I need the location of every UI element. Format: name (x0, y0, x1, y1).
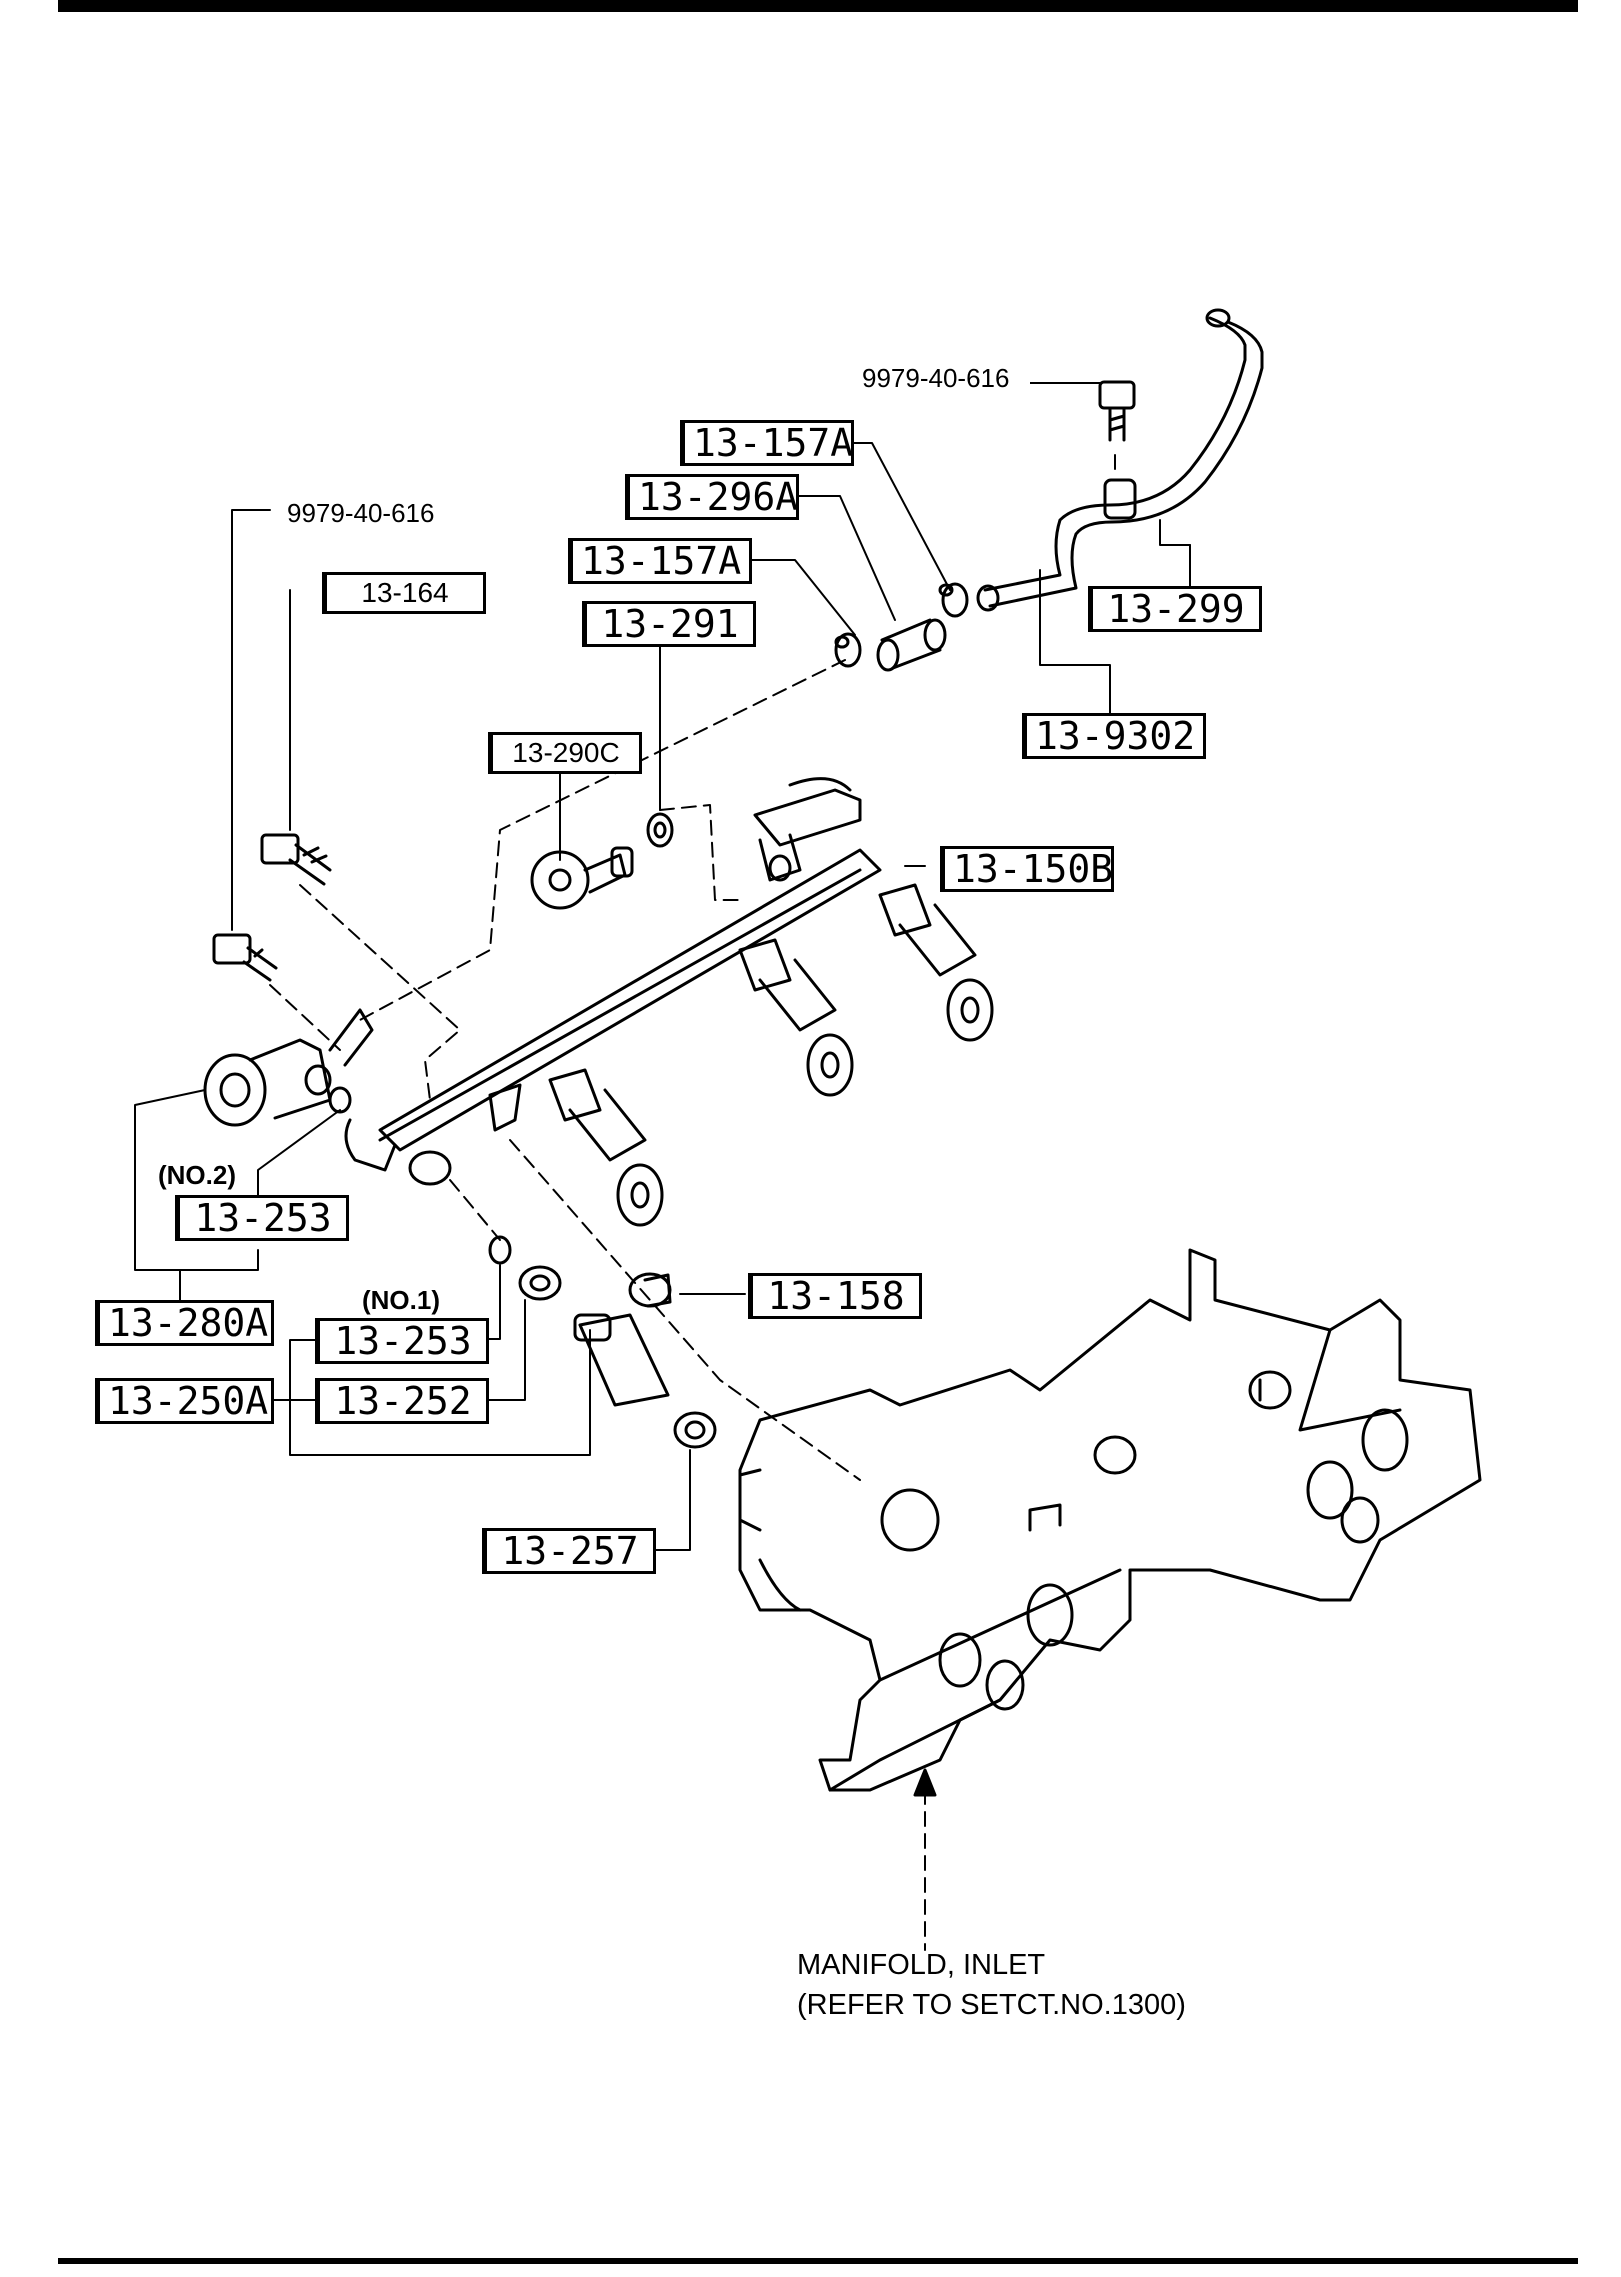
callout-13-253-no1: 13-253 (315, 1318, 489, 1364)
manifold-note-line2: (REFER TO SETCT.NO.1300) (797, 1989, 1186, 2021)
manifold-arrow (913, 1768, 937, 1797)
part-number-bolt-top: 9979-40-616 (862, 363, 1010, 393)
manifold-note-line1: MANIFOLD, INLET (797, 1949, 1046, 1981)
callout-13-9302: 13-9302 (1022, 713, 1206, 759)
callout-13-158: 13-158 (748, 1273, 922, 1319)
fuel-return-pipe (976, 308, 1264, 612)
loose-injector-parts (488, 1235, 717, 1449)
intake-manifold (738, 1248, 1482, 1792)
qualifier-no2: (NO.2) (158, 1160, 236, 1190)
pressure-regulator (203, 1008, 374, 1127)
callout-13-291: 13-291 (582, 601, 756, 647)
callout-13-252: 13-252 (315, 1378, 489, 1424)
bottom-rule (58, 2258, 1578, 2264)
callout-13-299: 13-299 (1088, 586, 1262, 632)
qualifier-no1: (NO.1) (362, 1285, 440, 1315)
part-number-bolt-left: 9979-40-616 (287, 498, 435, 528)
callout-13-257: 13-257 (482, 1528, 656, 1574)
bolt-164 (260, 833, 332, 886)
manifold-note: MANIFOLD, INLET (REFER TO SETCT.NO.1300) (797, 1945, 1186, 2025)
callout-13-157a-mid: 13-157A (568, 538, 752, 584)
leader-bolt-top (1030, 382, 1102, 384)
callout-13-157a-top: 13-157A (680, 420, 854, 466)
bolt-left (212, 933, 278, 982)
fitting-290c (530, 812, 674, 910)
fuel-rail (344, 777, 882, 1186)
callout-13-250a: 13-250A (95, 1378, 274, 1424)
callout-13-290c: 13-290C (488, 732, 642, 774)
callout-13-164: 13-164 (322, 572, 486, 614)
rail-injectors (488, 883, 994, 1227)
top-rule (58, 0, 1578, 12)
callout-13-253-no2: 13-253 (175, 1195, 349, 1241)
hose-clamps (834, 582, 969, 672)
callout-13-150b: 13-150B (940, 846, 1114, 892)
callout-13-296a: 13-296A (625, 474, 799, 520)
bolt-top (1098, 380, 1136, 442)
callout-13-280a: 13-280A (95, 1300, 274, 1346)
dashed-assembly-lines (269, 454, 1116, 1951)
